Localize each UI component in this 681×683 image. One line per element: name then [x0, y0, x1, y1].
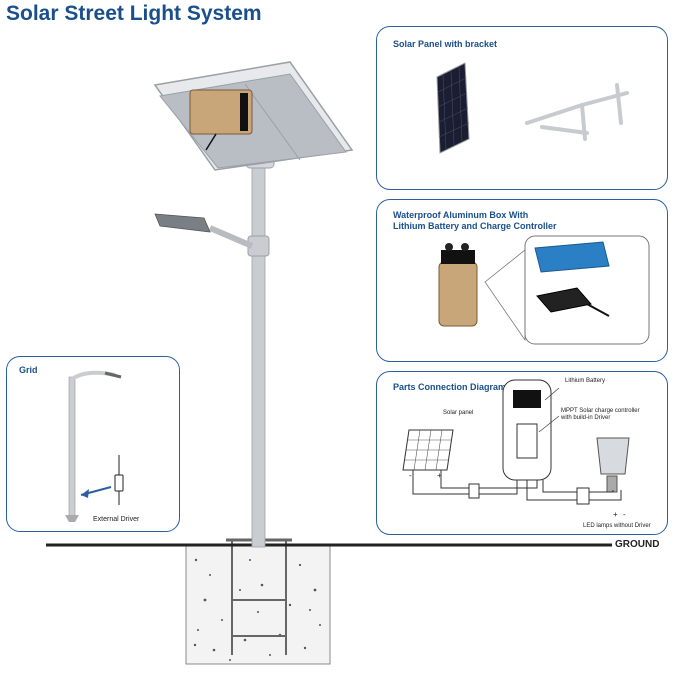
panel-grid: Grid External Driver [6, 356, 180, 532]
panel-title-box-1: Waterproof Aluminum Box With [393, 210, 529, 220]
panel-parts-connection: Parts Connection Diagram Lithium Battery… [376, 371, 668, 535]
label-mppt-2: with build-in Driver [561, 415, 611, 421]
page-title: Solar Street Light System [6, 2, 262, 25]
solar-panel-module [436, 62, 470, 154]
external-driver-label: External Driver [93, 516, 140, 523]
diagram-solar-panel [402, 429, 454, 471]
label-solar-panel: Solar panel [443, 410, 474, 416]
diagram-battery-controller [502, 379, 560, 481]
panel-solar-bracket: Solar Panel with bracket [376, 26, 668, 190]
panel-title-grid: Grid [19, 365, 38, 375]
aluminum-box-illustration [438, 235, 650, 345]
label-led-lamps: LED lamps without Driver [583, 523, 651, 529]
label-lithium-battery: Lithium Battery [565, 378, 606, 384]
label-mppt-1: MPPT Solar charge controller [561, 408, 640, 414]
diagram-connectors [468, 483, 590, 505]
diagram-wires [412, 470, 622, 501]
blue-battery-pack [534, 241, 610, 273]
panel-title-solar: Solar Panel with bracket [393, 39, 498, 49]
solar-panel-illustration [436, 62, 629, 154]
label-minus-led: - [623, 510, 626, 519]
charge-controller [536, 287, 610, 317]
panel-title-parts: Parts Connection Diagram [393, 382, 507, 392]
concrete-foundation [185, 538, 331, 665]
solar-panel-main [153, 61, 354, 171]
parts-diagram [402, 379, 630, 505]
diagram-led-lamp [596, 437, 630, 493]
grid-illustration [65, 370, 124, 522]
label-minus: - [409, 471, 412, 480]
bracket-illustration [525, 83, 629, 141]
external-driver-icon [114, 455, 124, 505]
battery-box [438, 243, 478, 327]
panel-aluminum-box: Waterproof Aluminum Box With Lithium Bat… [376, 199, 668, 362]
ground-label: GROUND [615, 539, 660, 550]
panel-title-box-2: Lithium Battery and Charge Controller [393, 221, 557, 231]
label-plus: + [437, 471, 442, 480]
grid-pole [65, 370, 122, 522]
label-plus-led: + [613, 510, 618, 519]
